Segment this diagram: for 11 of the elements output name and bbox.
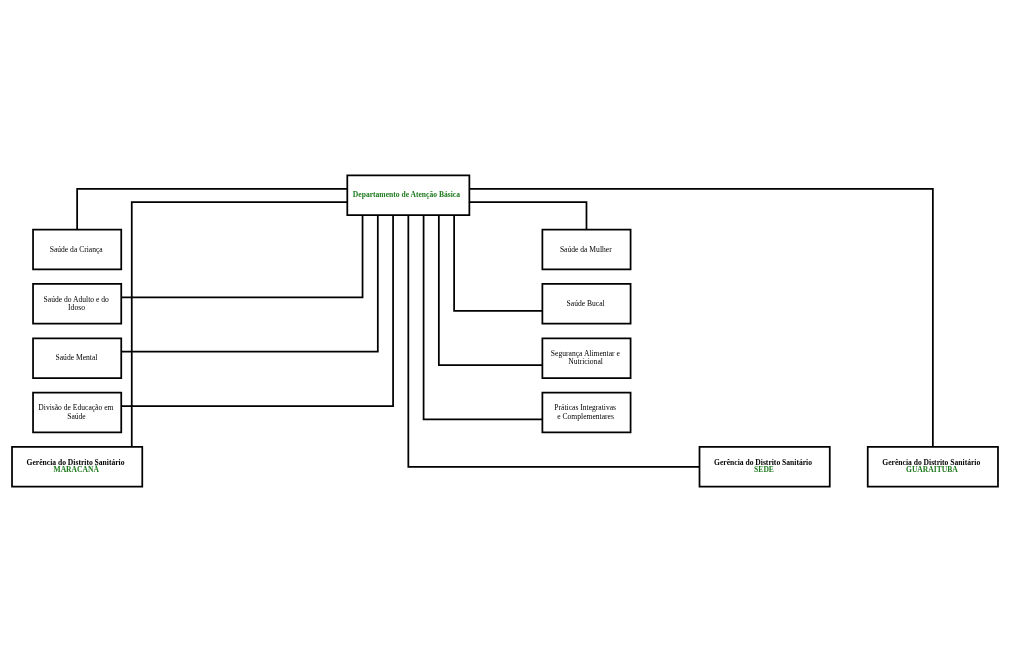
connector	[75, 187, 348, 230]
connector	[452, 213, 543, 312]
connector	[130, 200, 348, 448]
connector	[120, 213, 394, 407]
connector	[468, 187, 934, 448]
connector	[422, 213, 543, 420]
connector	[468, 200, 587, 230]
connector	[437, 213, 543, 366]
connector	[119, 213, 379, 353]
connector	[119, 213, 363, 298]
connector	[406, 213, 700, 468]
